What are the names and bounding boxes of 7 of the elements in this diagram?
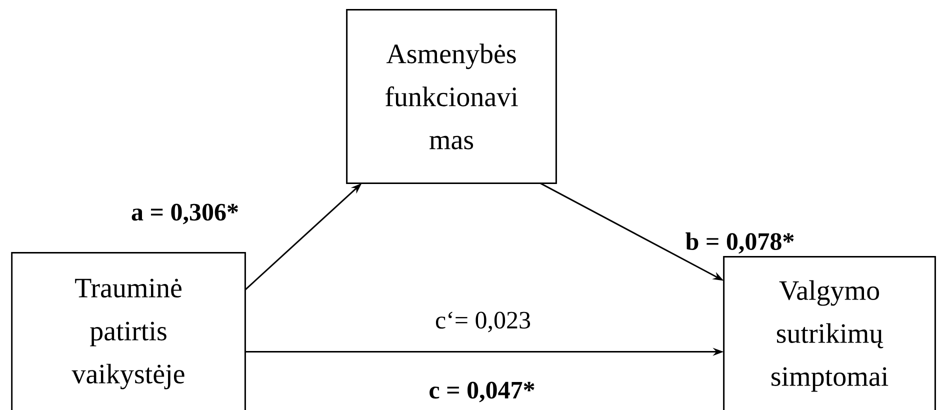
- text-box: Trauminė patirtis vaikystėje: [11, 252, 246, 410]
- edge-label: a = 0,306*: [130, 202, 240, 226]
- text-box: Valgymo sutrikimų simptomai: [723, 256, 936, 410]
- coefficient-label: c = 0,047*: [430, 382, 534, 402]
- edge-label: c‘= 0,023: [434, 310, 532, 334]
- text-box: Asmenybės funkcionavi mas: [346, 9, 557, 184]
- edge-label: b = 0,078*: [684, 231, 796, 255]
